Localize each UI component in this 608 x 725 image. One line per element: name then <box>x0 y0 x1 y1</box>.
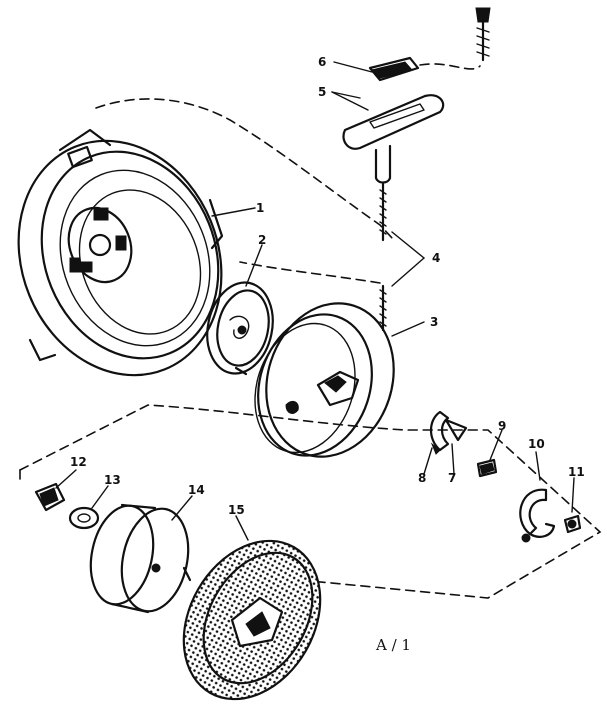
callout-4: 4 <box>432 251 440 265</box>
callout-9: 9 <box>498 419 506 433</box>
housing-hub <box>67 206 133 284</box>
pawl-spring-part <box>476 458 498 478</box>
spring-retainer-part <box>206 281 274 376</box>
callout-5: 5 <box>318 85 326 99</box>
handle-part <box>342 94 445 184</box>
callout-12: 12 <box>70 455 87 469</box>
rope-part <box>379 182 387 332</box>
retainer-clip-part <box>519 488 556 543</box>
callout-14: 14 <box>188 483 205 497</box>
cup-part <box>89 503 192 614</box>
callout-1: 1 <box>256 201 264 215</box>
screw-nut-part <box>34 482 66 512</box>
sheet-label: A / 1 <box>375 636 411 654</box>
housing-part <box>17 128 224 377</box>
pulley-part <box>254 302 395 458</box>
washer-part <box>68 506 100 530</box>
screw-part <box>475 7 491 62</box>
callout-15: 15 <box>228 503 245 517</box>
callout-8: 8 <box>418 471 426 485</box>
callout-3: 3 <box>430 315 438 329</box>
callout-11: 11 <box>568 465 585 479</box>
pawl-part <box>429 410 468 455</box>
callout-10: 10 <box>528 437 545 451</box>
leader-lines <box>55 61 575 541</box>
callout-7: 7 <box>448 471 456 485</box>
callout-13: 13 <box>104 473 121 487</box>
nut-part <box>563 514 582 534</box>
callout-labels: 6 5 1 2 4 3 9 10 11 8 7 12 13 14 15 <box>70 55 585 517</box>
callout-2: 2 <box>258 233 266 247</box>
handle-insert-part <box>368 56 420 82</box>
callout-6: 6 <box>318 55 326 69</box>
screen-part <box>182 539 322 701</box>
